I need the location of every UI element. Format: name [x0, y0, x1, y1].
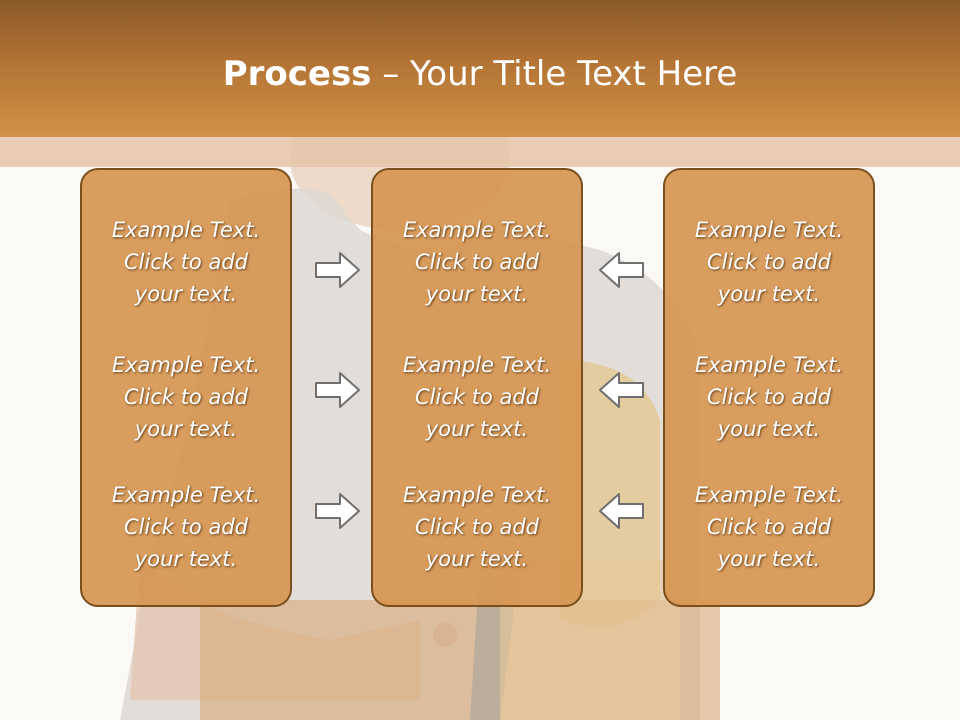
text-line: Example Text. — [402, 218, 552, 242]
text-line: Example Text. — [694, 483, 844, 507]
process-box-right[interactable]: Example Text. Click to add your text. Ex… — [663, 168, 875, 607]
arrow-right-icon — [315, 372, 360, 408]
text-line: your text. — [425, 282, 529, 306]
text-line: Click to add — [706, 515, 831, 539]
process-box-left[interactable]: Example Text. Click to add your text. Ex… — [80, 168, 292, 607]
text-line: Example Text. — [694, 218, 844, 242]
text-line: Example Text. — [111, 218, 261, 242]
text-line: your text. — [425, 417, 529, 441]
text-line: your text. — [134, 417, 238, 441]
text-line: Example Text. — [402, 483, 552, 507]
text-line: Click to add — [706, 250, 831, 274]
title-rest: – Your Title Text Here — [371, 54, 738, 94]
text-block[interactable]: Example Text. Click to add your text. — [82, 479, 290, 575]
process-box-center[interactable]: Example Text. Click to add your text. Ex… — [371, 168, 583, 607]
text-line: your text. — [717, 547, 821, 571]
text-line: Example Text. — [111, 483, 261, 507]
text-line: Click to add — [123, 250, 248, 274]
text-block[interactable]: Example Text. Click to add your text. — [373, 479, 581, 575]
text-block[interactable]: Example Text. Click to add your text. — [665, 214, 873, 310]
text-line: Example Text. — [111, 353, 261, 377]
arrow-right-icon — [315, 252, 360, 288]
text-line: Click to add — [123, 385, 248, 409]
text-line: your text. — [425, 547, 529, 571]
text-block[interactable]: Example Text. Click to add your text. — [665, 349, 873, 445]
arrow-left-icon — [599, 252, 644, 288]
text-line: your text. — [134, 282, 238, 306]
text-line: Click to add — [706, 385, 831, 409]
arrow-left-icon — [599, 372, 644, 408]
text-line: your text. — [134, 547, 238, 571]
text-line: Click to add — [414, 515, 539, 539]
text-line: Example Text. — [402, 353, 552, 377]
title-bar-stripe — [0, 137, 960, 167]
title-bold: Process — [222, 54, 372, 94]
text-line: your text. — [717, 282, 821, 306]
arrow-left-icon — [599, 493, 644, 529]
text-block[interactable]: Example Text. Click to add your text. — [82, 214, 290, 310]
text-line: Click to add — [414, 250, 539, 274]
slide-title[interactable]: Process – Your Title Text Here — [0, 52, 960, 96]
text-line: Click to add — [414, 385, 539, 409]
text-line: Example Text. — [694, 353, 844, 377]
text-block[interactable]: Example Text. Click to add your text. — [82, 349, 290, 445]
title-bar — [0, 0, 960, 137]
text-block[interactable]: Example Text. Click to add your text. — [665, 479, 873, 575]
text-line: Click to add — [123, 515, 248, 539]
arrow-right-icon — [315, 493, 360, 529]
text-line: your text. — [717, 417, 821, 441]
text-block[interactable]: Example Text. Click to add your text. — [373, 214, 581, 310]
text-block[interactable]: Example Text. Click to add your text. — [373, 349, 581, 445]
